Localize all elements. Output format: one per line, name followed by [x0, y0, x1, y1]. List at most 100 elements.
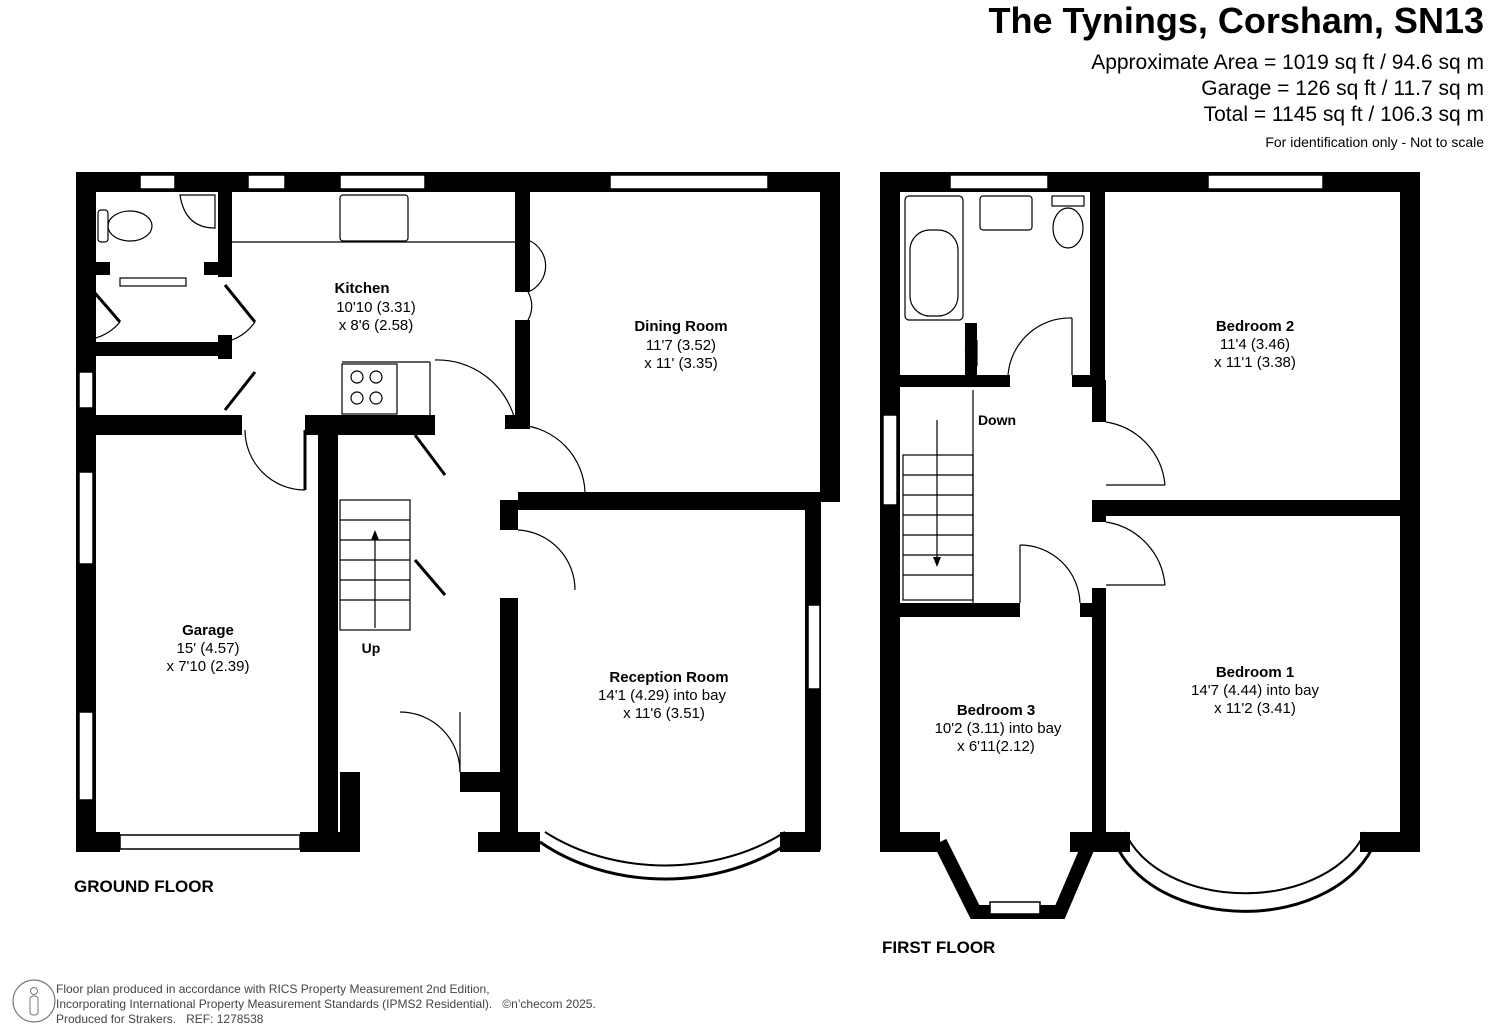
arrow-down-icon: [933, 557, 941, 567]
room-dim: x 11'6 (3.51): [623, 705, 705, 722]
room-dim: 14'7 (4.44) into bay: [1191, 682, 1319, 699]
wall: [1105, 500, 1400, 516]
wall: [518, 492, 820, 510]
wall: [1400, 172, 1420, 842]
toilet: [97, 209, 153, 243]
room-dim: x 7'10 (2.39): [167, 658, 250, 675]
sliding-door: [119, 277, 187, 287]
room-dim: 11'4 (3.46): [1220, 336, 1290, 353]
first-floor-label: FIRST FLOOR: [882, 938, 996, 957]
window: [78, 711, 94, 801]
room-dim: x 8'6 (2.58): [339, 317, 414, 334]
wall: [780, 832, 820, 852]
hob: [341, 361, 431, 415]
wall: [515, 192, 530, 292]
wall: [340, 772, 360, 852]
stairs-up-label: Up: [362, 640, 381, 656]
window: [989, 901, 1041, 915]
wall: [1090, 192, 1105, 387]
bath: [904, 195, 964, 321]
wall: [218, 172, 232, 277]
window: [139, 174, 176, 190]
window: [609, 174, 769, 190]
approximate-area: Approximate Area = 1019 sq ft / 94.6 sq …: [1091, 51, 1484, 74]
ground-floor-label: GROUND FLOOR: [74, 877, 214, 896]
wall: [76, 832, 120, 852]
kitchen-sink: [339, 194, 409, 242]
room-name-bedroom-1: Bedroom 1: [1216, 664, 1294, 681]
stairs-down-label: Down: [978, 412, 1016, 428]
room-name-garage: Garage: [182, 622, 234, 639]
room-name-dining: Dining Room: [634, 318, 727, 335]
room-dim: 11'7 (3.52): [646, 337, 716, 354]
wall: [460, 772, 500, 792]
footer: Floor plan produced in accordance with R…: [56, 982, 596, 1027]
room-dim: 15' (4.57): [177, 640, 240, 657]
basin: [979, 195, 1033, 231]
window: [339, 174, 426, 190]
bay-window-inner: [544, 831, 786, 867]
ground-floor-plan: Up Kitchen 10'10 (3.31) x 8'6 (2.58) Din…: [76, 172, 840, 881]
garage-door: [119, 834, 301, 850]
room-dim: 10'10 (3.31): [336, 299, 416, 316]
doors: [77, 239, 586, 773]
stairs-down: [902, 390, 974, 603]
room-name-bedroom-2: Bedroom 2: [1216, 318, 1294, 335]
footer-line-1: Floor plan produced in accordance with R…: [56, 982, 490, 996]
footer-line-3: Produced for Strakers.: [56, 1012, 177, 1026]
bay-window: [1113, 841, 1377, 913]
wall: [318, 428, 338, 834]
copyright: ©n’checom 2025.: [502, 997, 596, 1011]
garage-area: Garage = 126 sq ft / 11.7 sq m: [1201, 77, 1484, 100]
wall: [880, 172, 900, 852]
room-dim: 10'2 (3.11) into bay: [935, 720, 1062, 737]
wall: [500, 598, 518, 852]
bay-window: [539, 840, 791, 881]
basin: [179, 194, 216, 229]
wall: [76, 415, 242, 435]
first-floor-plan: Down Bedroom 2 11'4 (3.46) x 11'1 (3.38)…: [880, 172, 1420, 919]
window: [949, 174, 1049, 190]
room-dim: x 6'11(2.12): [957, 738, 1035, 755]
wall: [218, 335, 232, 359]
person-icon: [12, 979, 56, 1023]
room-dim: x 11'2 (3.41): [1214, 700, 1296, 717]
chimney-breast: [807, 604, 821, 690]
reference: REF: 1278538: [186, 1012, 264, 1026]
toilet: [1051, 195, 1085, 249]
room-name-reception: Reception Room: [609, 669, 728, 686]
room-dim: x 11' (3.35): [644, 355, 717, 372]
window: [78, 371, 94, 409]
stairs-up: [339, 499, 411, 631]
wall: [900, 603, 1020, 617]
wall: [76, 342, 232, 356]
scale-note: For identification only - Not to scale: [1265, 134, 1484, 150]
total-area: Total = 1145 sq ft / 106.3 sq m: [1203, 103, 1484, 126]
arrow-up-icon: [371, 530, 379, 540]
doors: [964, 317, 1166, 604]
window: [1207, 174, 1324, 190]
wall: [204, 262, 232, 275]
wall: [1092, 380, 1106, 422]
wall: [76, 262, 110, 275]
wall: [515, 320, 530, 420]
wall: [965, 323, 977, 385]
wall: [820, 172, 840, 502]
window: [78, 471, 94, 565]
window: [247, 174, 286, 190]
wall: [1080, 603, 1106, 617]
room-dim: 14'1 (4.29) into bay: [598, 687, 726, 704]
wall: [1092, 500, 1106, 522]
wall: [1092, 588, 1106, 852]
room-name-kitchen: Kitchen: [334, 280, 389, 297]
wall: [900, 375, 1010, 387]
wall: [500, 500, 518, 530]
wall: [1360, 832, 1420, 852]
wall: [505, 415, 530, 429]
room-dim: x 11'1 (3.38): [1214, 354, 1296, 371]
property-title: The Tynings, Corsham, SN13: [988, 0, 1484, 41]
room-name-bedroom-3: Bedroom 3: [957, 702, 1035, 719]
footer-line-2: Incorporating International Property Mea…: [56, 997, 493, 1011]
wall: [880, 832, 940, 852]
